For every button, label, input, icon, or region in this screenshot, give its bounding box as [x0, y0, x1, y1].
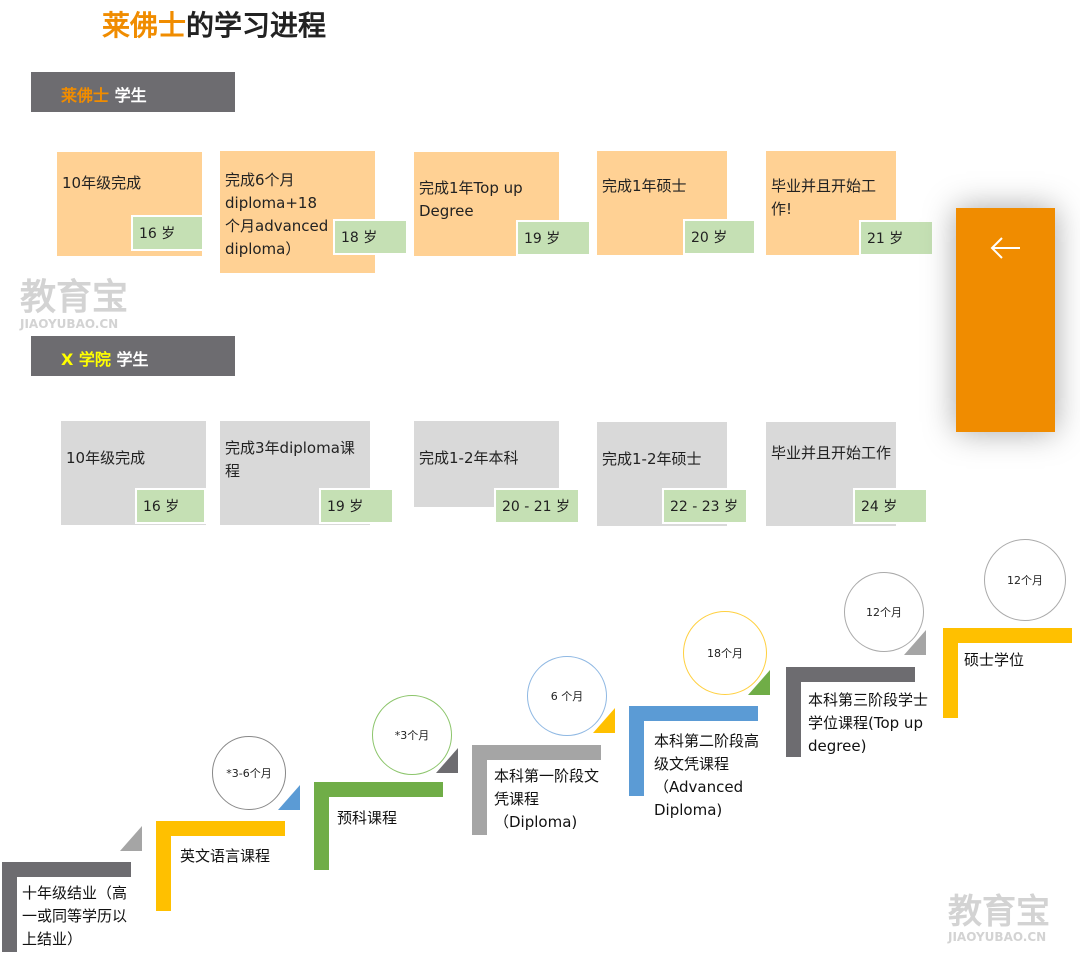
triangle-icon [748, 670, 770, 695]
step-label: 硕士学位 [964, 651, 1025, 669]
watermark-en: JIAOYUBAO.CN [948, 930, 1047, 944]
watermark: 教育宝 [20, 277, 129, 318]
raffles-card-1: 10年级完成 [57, 152, 202, 256]
triangle-icon [593, 708, 615, 733]
step-bar [2, 862, 17, 952]
step-bar [314, 782, 329, 870]
raffles-card-3: 完成1年Top up Degree [414, 152, 559, 256]
step-bar [786, 667, 915, 682]
step-bar [629, 706, 758, 721]
step-label: 英文语言课程 [180, 847, 271, 865]
step-bar [943, 628, 958, 718]
raffles-section-header: 莱佛士 学生 [31, 72, 235, 112]
watermark-en: JIAOYUBAO.CN [20, 317, 119, 331]
page-title: 莱佛士的学习进程 [102, 9, 327, 42]
step-label: 预科课程 [337, 809, 398, 827]
triangle-icon [436, 748, 458, 773]
step-bar [156, 821, 171, 911]
step-label: 本科第一阶段文凭课程（Diploma) [494, 767, 600, 831]
triangle-icon [904, 630, 926, 655]
age-badge: 24 岁 [853, 488, 928, 524]
arrow-left-icon[interactable] [956, 208, 1055, 288]
age-badge: 18 岁 [333, 219, 408, 255]
step-bar [314, 782, 443, 797]
raffles-card-2: 完成6个月diploma+18个月advanced diploma） [220, 151, 375, 273]
step-bar [472, 745, 601, 760]
age-badge: 19 岁 [516, 220, 591, 256]
step-label: 十年级结业（高一或同等学历以上结业） [22, 884, 128, 948]
step-bar [156, 821, 285, 836]
side-panel[interactable] [956, 208, 1055, 432]
step-bar [472, 745, 487, 835]
age-badge: 19 岁 [319, 488, 394, 524]
step-label: 本科第三阶段学士学位课程(Top up degree) [808, 691, 929, 755]
step-bar [2, 862, 131, 877]
watermark: 教育宝 [948, 892, 1050, 932]
age-badge: 16 岁 [131, 215, 204, 251]
age-badge: 22 - 23 岁 [662, 488, 748, 524]
step-bar [629, 706, 644, 796]
triangle-icon [120, 826, 142, 851]
age-badge: 21 岁 [859, 220, 934, 256]
age-badge: 20 - 21 岁 [494, 488, 580, 524]
step-bar [943, 628, 1072, 643]
xcollege-section-header: X 学院 学生 [31, 336, 235, 376]
duration-circle: *3-6个月 [212, 736, 286, 810]
triangle-icon [278, 785, 300, 810]
age-badge: 16 岁 [135, 488, 206, 524]
age-badge: 20 岁 [683, 219, 756, 255]
duration-circle: 12个月 [984, 539, 1066, 621]
step-bar [786, 667, 801, 757]
step-label: 本科第二阶段高级文凭课程（Advanced Diploma) [654, 732, 760, 819]
